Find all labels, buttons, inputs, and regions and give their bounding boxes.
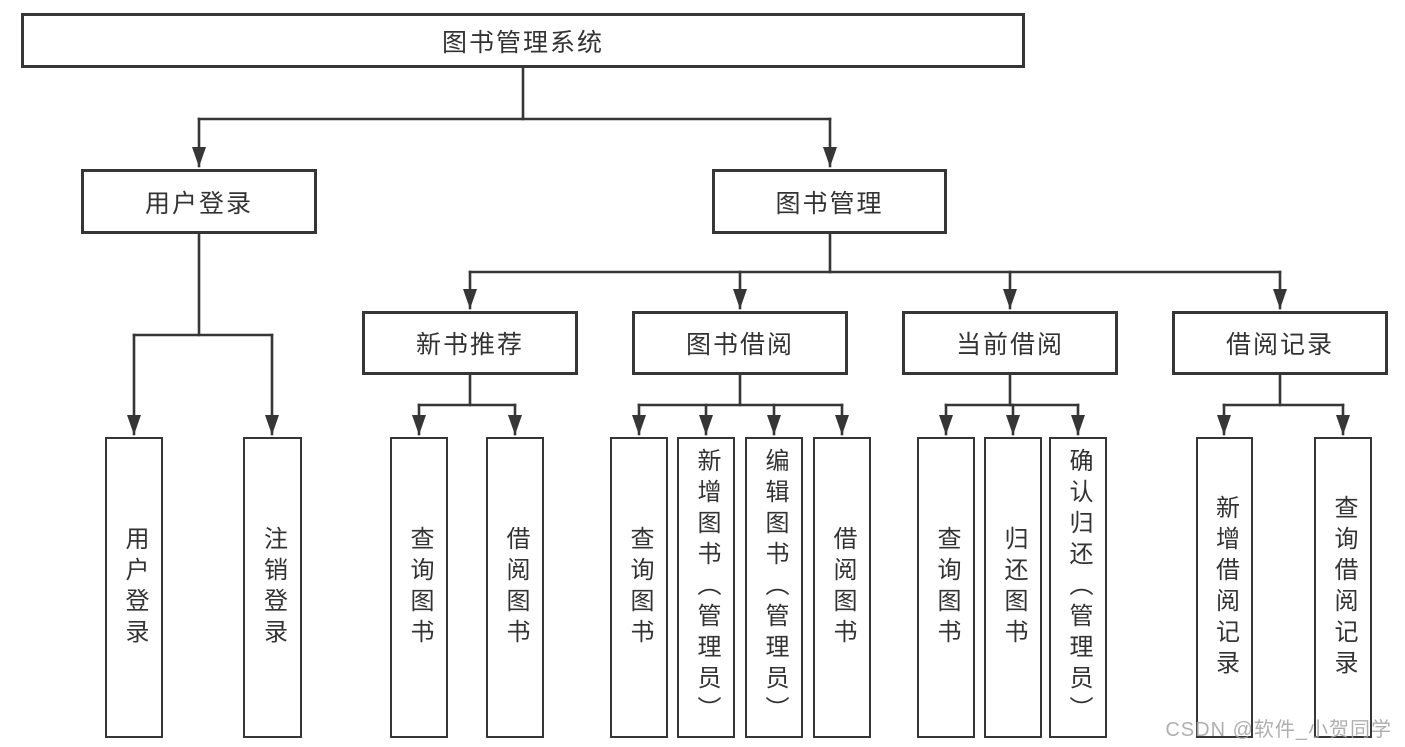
leaf-add-borrow-record: 新增借阅记录 <box>1196 437 1253 738</box>
leaf-add-borrow-record-label: 新增借阅记录 <box>1211 494 1239 681</box>
leaf-edit-books-admin-label: 编辑图书（管理员） <box>761 448 788 727</box>
leaf-user-login: 用户登录 <box>105 437 163 738</box>
leaf-borrow-books-label: 借阅图书 <box>829 525 856 650</box>
connector-user-login-branch <box>127 232 279 436</box>
node-current-borrow-label: 当前借阅 <box>955 331 1064 359</box>
leaf-edit-books-admin: 编辑图书（管理员） <box>745 437 803 738</box>
connector-new-book-branch <box>412 373 522 436</box>
node-user-login: 用户登录 <box>81 169 317 234</box>
connector-root-to-level2 <box>192 66 837 168</box>
leaf-logout: 注销登录 <box>243 437 302 738</box>
node-borrow-records: 借阅记录 <box>1172 311 1388 375</box>
node-borrow-records-label: 借阅记录 <box>1225 331 1334 359</box>
leaf-return-books: 归还图书 <box>984 437 1042 738</box>
leaf-logout-label: 注销登录 <box>259 525 287 650</box>
leaf-borrow-books-recommend-label: 借阅图书 <box>502 525 529 650</box>
leaf-return-books-label: 归还图书 <box>1000 525 1027 650</box>
leaf-query-borrow-record: 查询借阅记录 <box>1314 437 1372 738</box>
node-book-borrow-label: 图书借阅 <box>685 331 794 359</box>
leaf-borrow-books: 借阅图书 <box>813 437 871 738</box>
leaf-query-books-recommend-label: 查询图书 <box>406 525 433 650</box>
connector-current-borrow-branch <box>939 373 1085 436</box>
leaf-confirm-return-admin: 确认归还（管理员） <box>1049 437 1107 738</box>
leaf-query-books-current: 查询图书 <box>917 437 975 738</box>
node-root-label: 图书管理系统 <box>441 28 604 57</box>
node-root-system: 图书管理系统 <box>21 13 1025 68</box>
leaf-query-borrow-record-label: 查询借阅记录 <box>1330 494 1357 681</box>
leaf-query-books-current-label: 查询图书 <box>933 525 960 650</box>
leaf-confirm-return-admin-label: 确认归还（管理员） <box>1065 448 1092 727</box>
node-new-book-recommend-label: 新书推荐 <box>415 331 524 359</box>
leaf-query-books-borrow: 查询图书 <box>610 437 668 738</box>
node-user-login-label: 用户登录 <box>144 189 253 218</box>
node-book-management: 图书管理 <box>712 169 947 234</box>
connector-book-borrow-branch <box>632 373 849 436</box>
leaf-add-books-admin-label: 新增图书（管理员） <box>693 448 720 727</box>
node-book-borrow: 图书借阅 <box>632 311 848 375</box>
watermark: CSDN @软件_小贺同学 <box>1165 719 1392 741</box>
node-new-book-recommend: 新书推荐 <box>362 311 578 375</box>
leaf-add-books-admin: 新增图书（管理员） <box>677 437 735 738</box>
connector-book-management-branch <box>463 232 1287 310</box>
connector-borrow-records-branch <box>1217 373 1350 436</box>
leaf-user-login-label: 用户登录 <box>121 525 148 650</box>
node-current-borrow: 当前借阅 <box>902 311 1118 375</box>
leaf-query-books-recommend: 查询图书 <box>390 437 448 738</box>
leaf-borrow-books-recommend: 借阅图书 <box>486 437 544 738</box>
node-book-management-label: 图书管理 <box>775 189 884 218</box>
leaf-query-books-borrow-label: 查询图书 <box>626 525 653 650</box>
